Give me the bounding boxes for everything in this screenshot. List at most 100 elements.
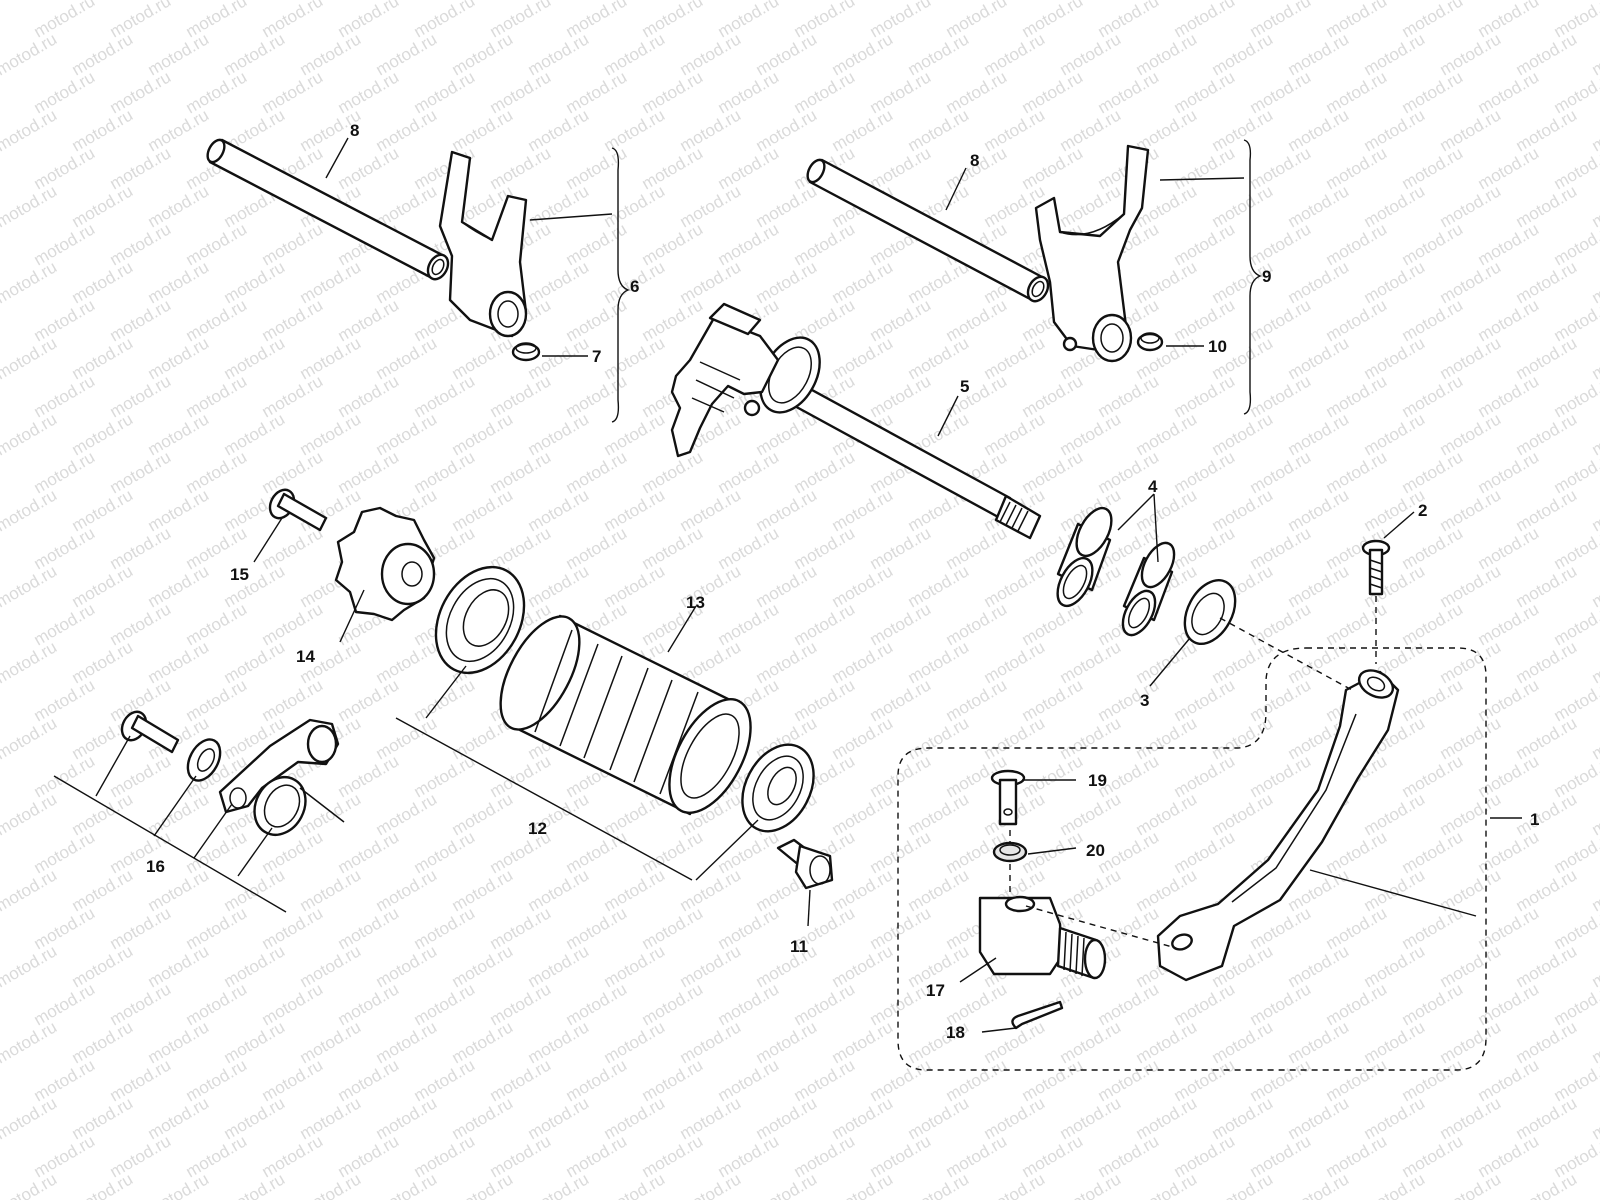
watermark-text: motod.ru [1209,637,1277,687]
watermark-text: motod.ru [905,29,973,79]
watermark-text: motod.ru [107,371,175,421]
bracket-16 [53,775,287,913]
watermark-text: motod.ru [1285,257,1353,307]
watermark-text: motod.ru [31,523,99,573]
watermark-text: motod.ru [297,789,365,839]
watermark-text: motod.ru [145,105,213,155]
watermark-text: motod.ru [1247,979,1315,1029]
shift-drum [499,614,752,816]
watermark-text: motod.ru [1057,409,1125,459]
watermark-text: motod.ru [107,523,175,573]
watermark-text: motod.ru [829,257,897,307]
watermark-text: motod.ru [449,409,517,459]
watermark-text: motod.ru [1513,485,1581,535]
watermark-text: motod.ru [1399,599,1467,649]
watermark-text: motod.ru [1513,333,1581,383]
watermark-text: motod.ru [1475,599,1543,649]
watermark-text: motod.ru [1247,447,1315,497]
watermark-text: motod.ru [145,1093,213,1143]
watermark-text: motod.ru [1513,257,1581,307]
watermark-text: motod.ru [1209,105,1277,155]
watermark-text: motod.ru [525,409,593,459]
watermark-text: motod.ru [1551,371,1600,421]
callout-10: 10 [1208,337,1227,356]
watermark-text: motod.ru [829,1017,897,1067]
callout-2: 2 [1418,501,1427,520]
watermark-text: motod.ru [525,257,593,307]
watermark-text: motod.ru [1095,1055,1163,1105]
watermark-text: motod.ru [1323,447,1391,497]
watermark-text: motod.ru [335,447,403,497]
watermark-text: motod.ru [1285,181,1353,231]
callout-7: 7 [592,347,601,366]
watermark-text: motod.ru [1589,561,1600,611]
watermark-text: motod.ru [753,409,821,459]
watermark-text: motod.ru [259,979,327,1029]
watermark-text: motod.ru [297,941,365,991]
watermark-text: motod.ru [1437,1017,1505,1067]
watermark-text: motod.ru [753,637,821,687]
watermark-text: motod.ru [905,637,973,687]
watermark-text: motod.ru [1323,295,1391,345]
watermark-text: motod.ru [1437,789,1505,839]
watermark-text: motod.ru [1551,751,1600,801]
watermark-text: motod.ru [1399,219,1467,269]
watermark-text: motod.ru [867,979,935,1029]
watermark-text: motod.ru [1247,371,1315,421]
watermark-text: motod.ru [1133,865,1201,915]
watermark-text: motod.ru [639,295,707,345]
watermark-text: motod.ru [829,105,897,155]
watermark-text: motod.ru [601,485,669,535]
callout-3: 3 [1140,691,1149,710]
watermark-text: motod.ru [259,447,327,497]
watermark-text: motod.ru [601,1017,669,1067]
watermark-text: motod.ru [449,1093,517,1143]
star-bolt [268,488,328,532]
watermark-text: motod.ru [31,295,99,345]
watermark-text: motod.ru [297,29,365,79]
watermark-text: motod.ru [1171,371,1239,421]
watermark-text: motod.ru [373,29,441,79]
watermark-text: motod.ru [1513,789,1581,839]
watermark-text: motod.ru [1095,67,1163,117]
watermark-text: motod.ru [1437,941,1505,991]
watermark-text: motod.ru [981,409,1049,459]
watermark-text: motod.ru [1209,1169,1277,1200]
watermark-text: motod.ru [905,1169,973,1200]
watermark-text: motod.ru [981,333,1049,383]
shift-fork-left [438,150,528,338]
leader-lines [95,137,1522,1033]
watermark-text: motod.ru [943,599,1011,649]
watermark-text: motod.ru [31,371,99,421]
watermark-text: motod.ru [601,29,669,79]
watermark-text: motod.ru [183,219,251,269]
watermark-text: motod.ru [31,599,99,649]
watermark-text: motod.ru [1209,409,1277,459]
watermark-text: motod.ru [829,941,897,991]
watermark-text: motod.ru [449,1017,517,1067]
watermark-text: motod.ru [1475,295,1543,345]
shift-shaft-assembly [670,302,1042,540]
watermark-text: motod.ru [867,67,935,117]
watermark-text: motod.ru [867,599,935,649]
watermark-text: motod.ru [943,295,1011,345]
watermark-text: motod.ru [221,409,289,459]
watermark-text: motod.ru [69,105,137,155]
watermark-text: motod.ru [373,1017,441,1067]
watermark-text: motod.ru [1057,1017,1125,1067]
callout-5: 5 [960,377,969,396]
watermark-text: motod.ru [411,1055,479,1105]
watermark-text: motod.ru [1323,903,1391,953]
watermark-text: motod.ru [601,1169,669,1200]
watermark-text: motod.ru [1589,941,1600,991]
watermark-text: motod.ru [259,67,327,117]
watermark-text: motod.ru [487,903,555,953]
watermark-text: motod.ru [487,523,555,573]
watermark-text: motod.ru [221,333,289,383]
watermark-text: motod.ru [1057,1093,1125,1143]
watermark-text: motod.ru [563,903,631,953]
watermark-text: motod.ru [1133,789,1201,839]
watermark-text: motod.ru [829,485,897,535]
watermark-text: motod.ru [487,979,555,1029]
